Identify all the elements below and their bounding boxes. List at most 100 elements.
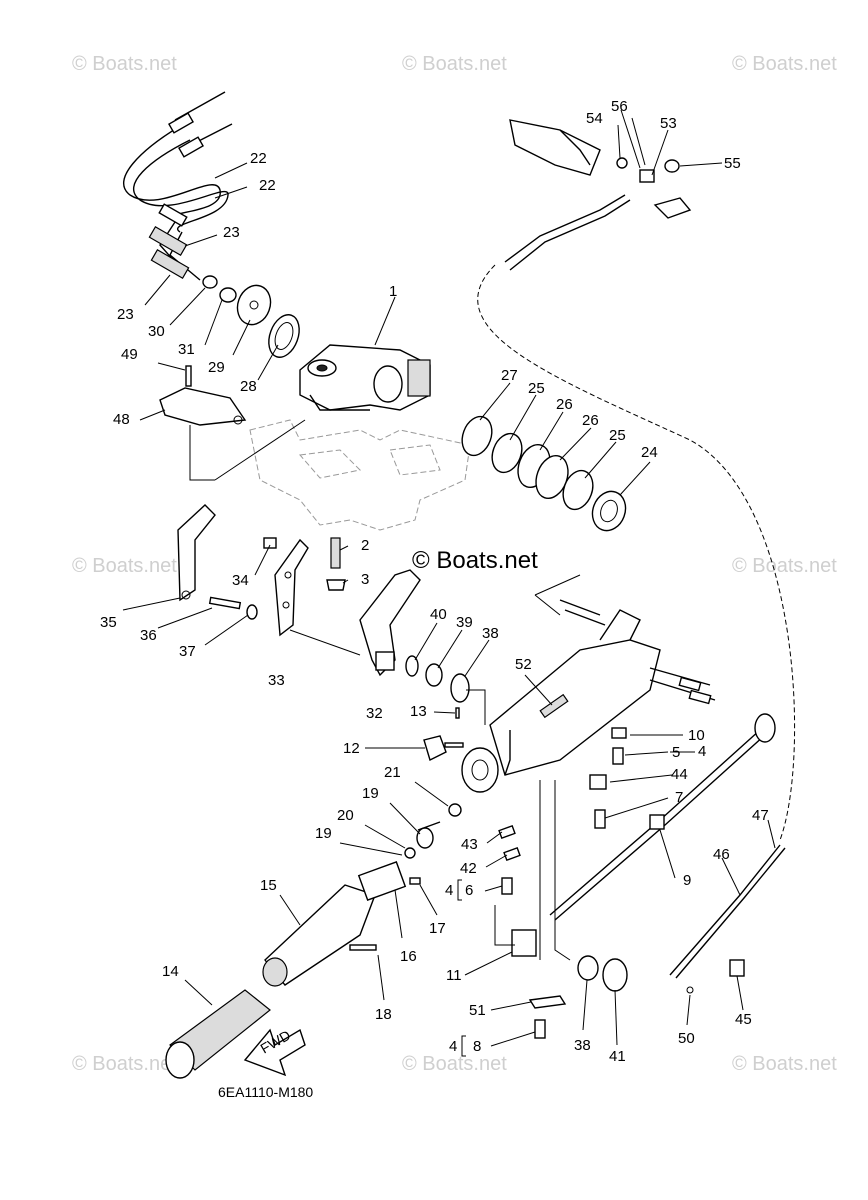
label-33: 33 <box>268 672 285 689</box>
label-55: 55 <box>724 155 741 172</box>
parts-12-13 <box>423 707 464 761</box>
label-41: 41 <box>609 1048 626 1065</box>
label-30: 30 <box>148 323 165 340</box>
watermark-top-right: © Boats.net <box>732 53 837 75</box>
watermark-top-left: © Boats.net <box>72 53 177 75</box>
label-22-bottom: 22 <box>259 177 276 194</box>
watermark-top-center: © Boats.net <box>402 53 507 75</box>
label-49: 49 <box>121 346 138 363</box>
label-48: 48 <box>113 411 130 428</box>
label-3: 3 <box>361 571 369 588</box>
label-1: 1 <box>389 283 397 300</box>
leader-lines <box>122 109 776 1047</box>
label-5: 5 <box>672 744 680 761</box>
small-hardware-center <box>498 727 627 895</box>
label-11: 11 <box>446 967 462 984</box>
washer-stack <box>461 415 627 532</box>
part-9-cable <box>549 713 776 921</box>
top-right-assembly <box>504 117 692 271</box>
label-18: 18 <box>375 1006 392 1023</box>
watermark-mid-right: © Boats.net <box>732 555 837 577</box>
parts-45-46-50 <box>669 844 786 994</box>
rings-38-40 <box>405 655 486 725</box>
label-21: 21 <box>384 764 401 781</box>
label-26-left: 26 <box>556 396 573 413</box>
label-36: 36 <box>140 627 157 644</box>
label-17: 17 <box>429 920 446 937</box>
label-4-mid: 4 <box>445 882 453 899</box>
label-24: 24 <box>641 444 658 461</box>
label-20: 20 <box>337 807 354 824</box>
watermarks: © Boats.net © Boats.net © Boats.net © Bo… <box>72 53 837 1075</box>
parts-35-36-37 <box>177 504 258 620</box>
label-7: 7 <box>675 789 683 806</box>
label-53: 53 <box>660 115 677 132</box>
label-29: 29 <box>208 359 225 376</box>
label-25-right: 25 <box>609 427 626 444</box>
label-54: 54 <box>586 110 603 127</box>
label-4-bottom: 4 <box>449 1038 457 1055</box>
fwd-arrow: FWD <box>243 1027 306 1077</box>
part-48-bracket <box>159 365 306 481</box>
label-46: 46 <box>713 846 730 863</box>
engine-mount-ghost <box>249 419 471 531</box>
label-34: 34 <box>232 572 249 589</box>
label-44: 44 <box>671 766 688 783</box>
label-25-left: 25 <box>528 380 545 397</box>
label-6: 6 <box>465 882 473 899</box>
label-2: 2 <box>361 537 369 554</box>
label-27: 27 <box>501 367 518 384</box>
grouping-brackets <box>457 879 466 1057</box>
label-40: 40 <box>430 606 447 623</box>
label-19-top: 19 <box>362 785 379 802</box>
label-28: 28 <box>240 378 257 395</box>
grommets <box>202 275 300 358</box>
diagram-code: 6EA1110-M180 <box>218 1084 313 1100</box>
label-38-top: 38 <box>482 625 499 642</box>
label-39: 39 <box>456 614 473 631</box>
label-42: 42 <box>460 860 477 877</box>
part-labels: 1 2 3 4 4 4 5 6 7 8 9 10 11 12 13 14 15 … <box>100 98 769 1065</box>
label-14: 14 <box>162 963 179 980</box>
watermark-bottom-left: © Boats.net <box>72 1053 177 1075</box>
watermark-bottom-center: © Boats.net <box>402 1053 507 1075</box>
part-32-lever <box>359 569 421 677</box>
label-26-right: 26 <box>582 412 599 429</box>
parts-19-20-21 <box>404 803 462 859</box>
label-13: 13 <box>410 703 427 720</box>
label-22-top: 22 <box>250 150 267 167</box>
label-8: 8 <box>473 1038 481 1055</box>
label-16: 16 <box>400 948 417 965</box>
label-32: 32 <box>366 705 383 722</box>
parts-33-34 <box>263 537 361 656</box>
lower-hardware <box>494 780 628 1039</box>
label-35: 35 <box>100 614 117 631</box>
label-19-bottom: 19 <box>315 825 332 842</box>
label-37: 37 <box>179 643 196 660</box>
label-23-bottom: 23 <box>117 306 134 323</box>
throttle-cables <box>123 91 233 281</box>
label-47: 47 <box>752 807 769 824</box>
label-56: 56 <box>611 98 628 115</box>
part-47-cable-loop <box>477 264 796 841</box>
label-4-right: 4 <box>698 743 706 760</box>
watermark-center: © Boats.net <box>412 547 538 574</box>
label-51: 51 <box>469 1002 486 1019</box>
watermark-mid-left: © Boats.net <box>72 555 177 577</box>
label-43: 43 <box>461 836 478 853</box>
part-1-housing <box>299 344 431 411</box>
handle-grip <box>165 861 421 1079</box>
label-23-top: 23 <box>223 224 240 241</box>
label-45: 45 <box>735 1011 752 1028</box>
label-15: 15 <box>260 877 277 894</box>
label-12: 12 <box>343 740 360 757</box>
watermark-bottom-right: © Boats.net <box>732 1053 837 1075</box>
label-10: 10 <box>688 727 705 744</box>
label-38-bottom: 38 <box>574 1037 591 1054</box>
part-52-handle-bracket <box>461 574 716 793</box>
label-52: 52 <box>515 656 532 673</box>
label-31: 31 <box>178 341 195 358</box>
label-9: 9 <box>683 872 691 889</box>
label-50: 50 <box>678 1030 695 1047</box>
